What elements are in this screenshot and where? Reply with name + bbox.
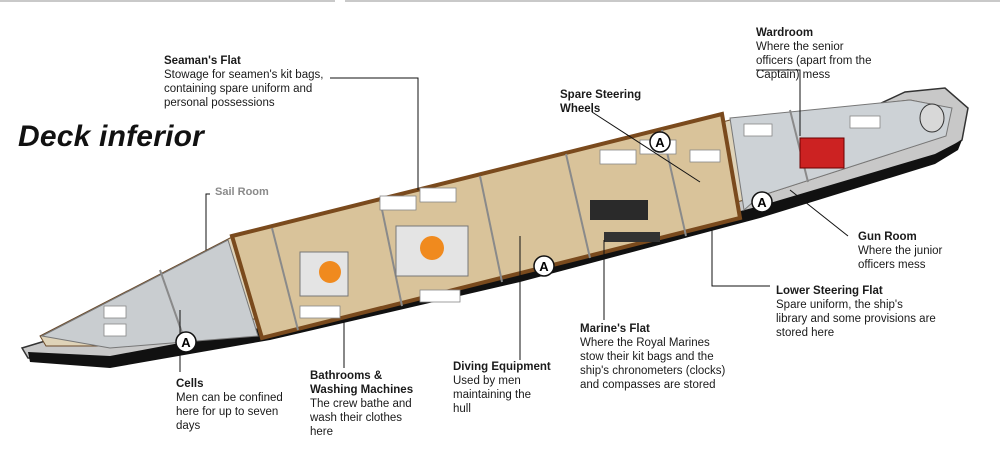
marker-a: A bbox=[175, 331, 197, 353]
marker-a: A bbox=[751, 191, 773, 213]
marker-a: A bbox=[533, 255, 555, 277]
label-bathrooms: Bathrooms & Washing Machines The crew ba… bbox=[310, 370, 414, 438]
svg-text:A: A bbox=[181, 335, 191, 350]
page-title: Deck inferior bbox=[18, 120, 204, 153]
svg-text:A: A bbox=[655, 135, 665, 150]
locker bbox=[419, 187, 457, 203]
label-diving-equipment: Diving Equipment Used by men maintaining… bbox=[453, 361, 551, 415]
label-spare-steering: Spare Steering Wheels bbox=[560, 89, 642, 115]
svg-text:A: A bbox=[757, 195, 767, 210]
capstan bbox=[919, 103, 945, 133]
pointer-gun bbox=[789, 189, 849, 237]
orange-tank bbox=[319, 261, 341, 283]
locker bbox=[689, 149, 721, 163]
label-sail-room: Sail Room bbox=[215, 186, 269, 198]
pointer-spare-steering bbox=[591, 111, 701, 183]
locker bbox=[849, 115, 881, 129]
label-marines-flat: Marine's Flat Where the Royal Marines st… bbox=[580, 323, 726, 391]
pointer-sail bbox=[205, 193, 210, 250]
locker bbox=[743, 123, 773, 137]
partition bbox=[789, 109, 809, 183]
aft-compartment bbox=[40, 239, 259, 349]
top-rule bbox=[345, 0, 1000, 2]
label-seamans-flat: Seaman's Flat Stowage for seamen's kit b… bbox=[164, 55, 324, 109]
marker-a: A bbox=[649, 131, 671, 153]
partition bbox=[565, 153, 591, 259]
central-compartment bbox=[229, 111, 743, 341]
label-cells: Cells Men can be confined here for up to… bbox=[176, 378, 283, 432]
wardroom-table bbox=[799, 137, 845, 169]
svg-text:A: A bbox=[539, 259, 549, 274]
label-gun-room: Gun Room Where the junior officers mess bbox=[858, 231, 943, 271]
locker bbox=[379, 195, 417, 211]
marines-shelf bbox=[604, 232, 660, 242]
locker bbox=[103, 323, 127, 337]
partition bbox=[479, 175, 503, 283]
pointer-seamans bbox=[330, 77, 419, 190]
pointer-wardroom bbox=[756, 69, 801, 136]
partition bbox=[159, 269, 187, 345]
marines-table bbox=[590, 200, 648, 220]
orange-tank bbox=[420, 236, 444, 260]
label-lower-steering: Lower Steering Flat Spare uniform, the s… bbox=[776, 285, 936, 339]
top-rule bbox=[0, 0, 335, 2]
partition bbox=[271, 227, 299, 331]
locker bbox=[299, 305, 341, 319]
locker bbox=[599, 149, 637, 165]
locker bbox=[103, 305, 127, 319]
label-wardroom: Wardroom Where the senior officers (apar… bbox=[756, 27, 872, 81]
partition bbox=[379, 199, 403, 307]
locker bbox=[419, 289, 461, 303]
pointer-lower bbox=[711, 228, 770, 287]
